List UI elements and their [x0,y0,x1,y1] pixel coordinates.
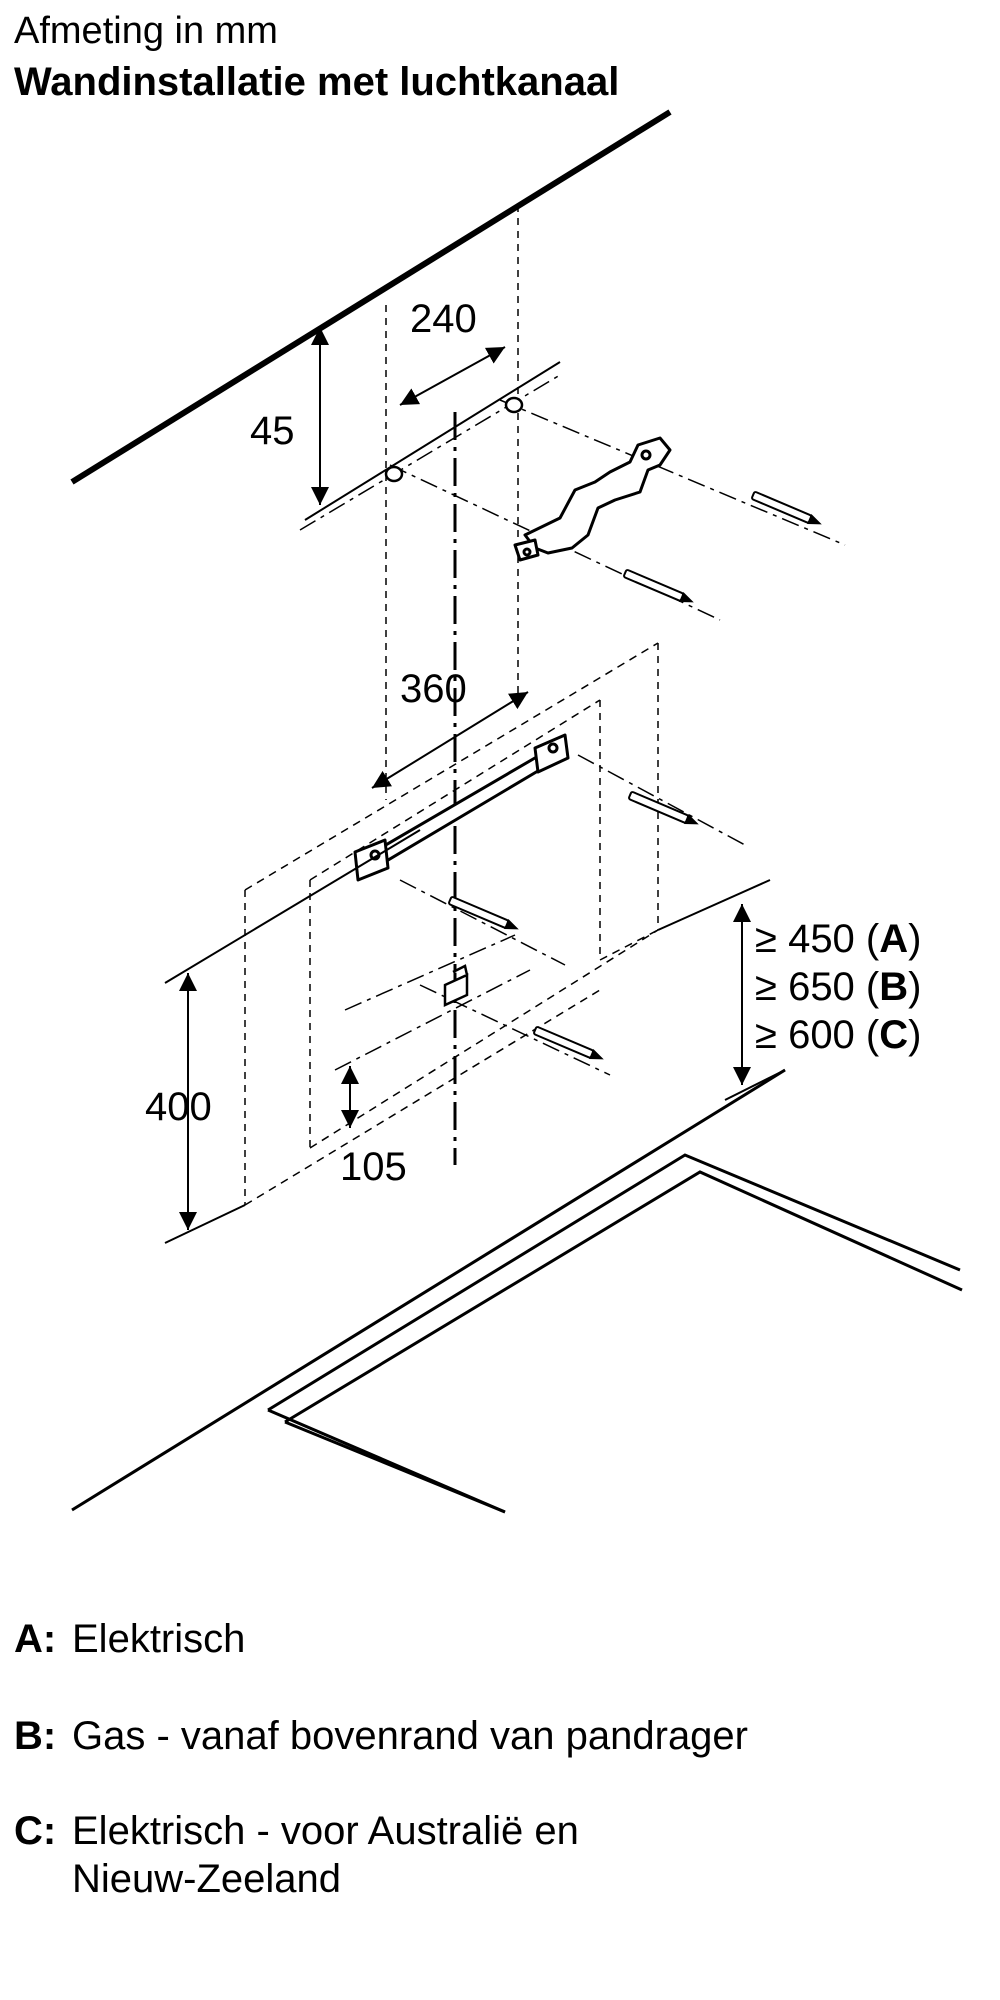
requirement-b: ≥ 650 (B) [755,965,921,1009]
page-subtitle: Wandinstallatie met luchtkanaal [14,60,620,104]
vertical-guides [244,205,659,1205]
hood-bracket [353,733,570,882]
requirement-c: ≥ 600 (C) [755,1013,921,1057]
clip [443,964,469,1007]
dimension-lines [164,327,786,1244]
legend-key: B: [14,1714,57,1758]
top-bracket [513,436,672,562]
legend-text: Gas - vanaf bovenrand van pandrager [72,1714,748,1758]
legend-item-c: C: Elektrisch - voor Australië en Nieuw-Z… [14,1807,712,1903]
legend-key: A: [14,1617,57,1661]
dim-400: 400 [145,1085,212,1129]
legend-text: Elektrisch [72,1617,246,1661]
dim-360: 360 [400,667,467,711]
legend-text: Elektrisch - voor Australië en Nieuw-Zee… [72,1809,579,1901]
dim-45: 45 [250,409,295,453]
hood-outline [244,642,659,1206]
legend-item-b: B: Gas - vanaf bovenrand van pandrager [14,1712,972,1760]
ceiling-line [70,109,672,485]
legend-key: C: [14,1809,57,1853]
dim-240: 240 [410,297,477,341]
page-title: Afmeting in mm [14,10,278,52]
legend-item-a: A: Elektrisch [14,1615,972,1663]
dim-105: 105 [340,1145,407,1189]
drill-holes [384,396,524,483]
screws [448,491,822,1060]
worktop [71,1068,963,1514]
requirement-a: ≥ 450 (A) [755,917,921,961]
